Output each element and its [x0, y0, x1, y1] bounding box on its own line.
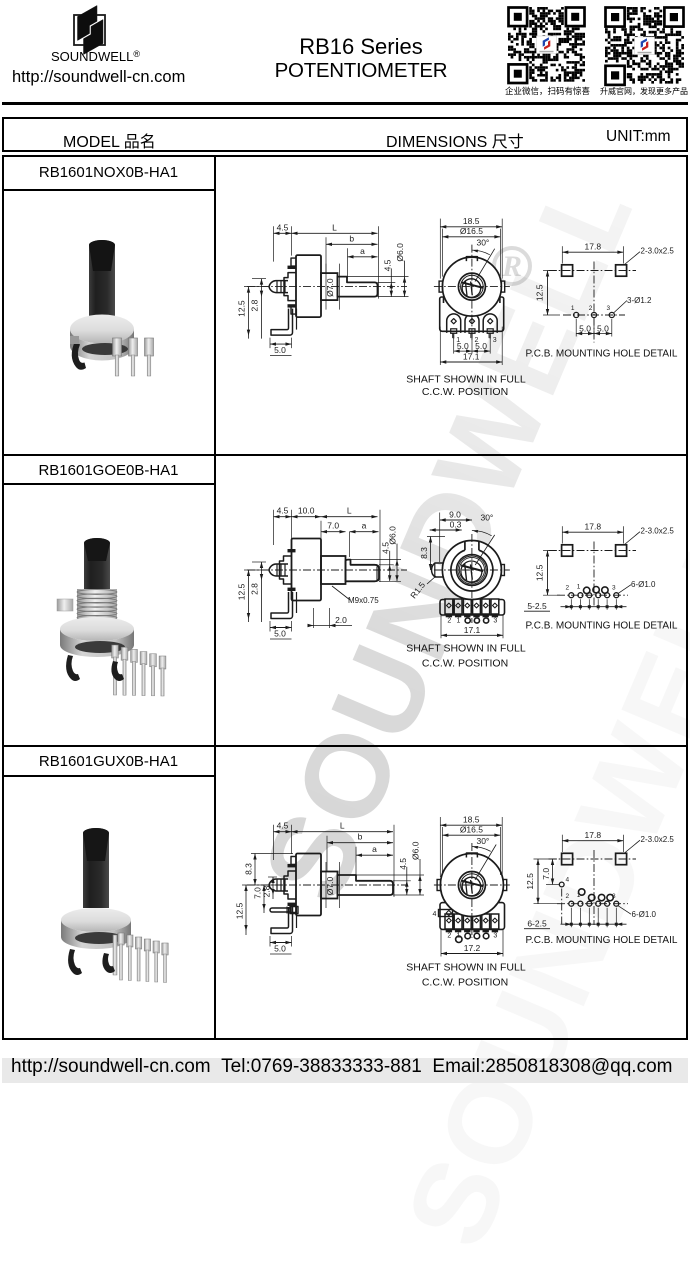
svg-text:Ø7.0: Ø7.0	[325, 278, 335, 297]
svg-text:5.0: 5.0	[274, 345, 286, 355]
svg-text:1: 1	[457, 618, 461, 625]
svg-text:2: 2	[447, 933, 451, 940]
svg-text:3-Ø1.2: 3-Ø1.2	[627, 296, 652, 305]
svg-text:2.8: 2.8	[250, 299, 260, 311]
svg-text:P.C.B. MOUNTING HOLE DETAIL: P.C.B. MOUNTING HOLE DETAIL	[526, 935, 678, 946]
svg-text:12.5: 12.5	[234, 902, 244, 919]
svg-text:L: L	[332, 222, 337, 232]
svg-text:R1.5: R1.5	[408, 580, 427, 601]
svg-text:6-2.5: 6-2.5	[527, 919, 547, 929]
svg-text:17.8: 17.8	[585, 830, 602, 840]
svg-text:a: a	[372, 844, 377, 854]
svg-text:3: 3	[606, 305, 610, 312]
svg-text:4.5: 4.5	[277, 222, 289, 232]
svg-text:5.0: 5.0	[597, 324, 609, 334]
svg-text:17.1: 17.1	[463, 352, 480, 362]
svg-text:b: b	[358, 832, 363, 842]
svg-text:17.1: 17.1	[464, 625, 481, 635]
svg-text:SHAFT SHOWN IN FULL: SHAFT SHOWN IN FULL	[406, 374, 526, 386]
svg-text:12.5: 12.5	[237, 300, 247, 317]
svg-text:12.5: 12.5	[525, 873, 535, 890]
svg-text:a: a	[362, 521, 367, 531]
svg-text:17.8: 17.8	[585, 242, 602, 252]
svg-text:SHAFT SHOWN IN FULL: SHAFT SHOWN IN FULL	[406, 962, 526, 974]
svg-text:4: 4	[566, 877, 570, 884]
svg-text:3: 3	[493, 933, 497, 940]
svg-text:Ø6.0: Ø6.0	[395, 243, 405, 262]
svg-text:2.8: 2.8	[261, 885, 271, 897]
svg-text:30°: 30°	[476, 836, 489, 846]
svg-text:5.0: 5.0	[475, 341, 487, 351]
svg-text:4.5: 4.5	[381, 542, 391, 554]
svg-text:1: 1	[577, 892, 581, 899]
svg-text:4.5: 4.5	[398, 858, 408, 870]
svg-text:SHAFT SHOWN IN FULL: SHAFT SHOWN IN FULL	[406, 643, 526, 655]
svg-text:C.C.W. POSITION: C.C.W. POSITION	[422, 386, 508, 398]
svg-text:3: 3	[493, 618, 497, 625]
svg-text:Ø6.0: Ø6.0	[411, 841, 421, 860]
svg-text:Ø6.0: Ø6.0	[388, 526, 398, 545]
svg-text:L: L	[340, 821, 345, 831]
svg-text:Ø16.5: Ø16.5	[460, 226, 483, 236]
svg-text:Ø16.5: Ø16.5	[460, 825, 483, 835]
svg-text:4.5: 4.5	[277, 821, 289, 831]
svg-text:3: 3	[493, 337, 497, 344]
svg-text:12.5: 12.5	[535, 284, 545, 301]
svg-text:5.0: 5.0	[457, 341, 469, 351]
svg-text:4: 4	[433, 911, 437, 918]
svg-text:Ø7.0: Ø7.0	[325, 877, 335, 896]
svg-text:5.0: 5.0	[579, 324, 591, 334]
svg-text:2-3.0x2.5: 2-3.0x2.5	[641, 835, 675, 844]
svg-text:2: 2	[475, 337, 479, 344]
svg-text:6-Ø1.0: 6-Ø1.0	[632, 910, 657, 919]
svg-text:2: 2	[447, 618, 451, 625]
svg-text:C.C.W. POSITION: C.C.W. POSITION	[422, 977, 508, 989]
svg-text:b: b	[349, 233, 354, 243]
svg-text:17.8: 17.8	[585, 522, 602, 532]
svg-text:10.0: 10.0	[298, 506, 315, 516]
svg-text:8.3: 8.3	[243, 863, 253, 875]
svg-text:30°: 30°	[476, 238, 489, 248]
svg-text:2: 2	[565, 893, 569, 900]
svg-text:2.8: 2.8	[250, 583, 260, 595]
svg-text:30°: 30°	[480, 513, 493, 523]
svg-text:P.C.B. MOUNTING HOLE DETAIL: P.C.B. MOUNTING HOLE DETAIL	[526, 621, 678, 632]
svg-text:2.0: 2.0	[335, 615, 347, 625]
svg-text:P.C.B. MOUNTING HOLE DETAIL: P.C.B. MOUNTING HOLE DETAIL	[526, 349, 678, 360]
svg-text:2-3.0x2.5: 2-3.0x2.5	[641, 247, 675, 256]
svg-text:L: L	[347, 506, 352, 516]
svg-text:7.0: 7.0	[252, 887, 262, 899]
svg-text:7.0: 7.0	[327, 521, 339, 531]
svg-text:C.C.W. POSITION: C.C.W. POSITION	[422, 658, 508, 670]
svg-text:8.3: 8.3	[419, 547, 429, 559]
svg-text:6-Ø1.0: 6-Ø1.0	[631, 580, 656, 589]
svg-text:2: 2	[565, 585, 569, 592]
svg-text:a: a	[360, 246, 365, 256]
svg-text:1: 1	[456, 337, 460, 344]
svg-text:2-3.0x2.5: 2-3.0x2.5	[641, 527, 675, 536]
svg-text:3: 3	[612, 893, 616, 900]
svg-text:4.5: 4.5	[277, 506, 289, 516]
svg-text:7.0: 7.0	[541, 868, 551, 880]
svg-text:12.5: 12.5	[535, 564, 545, 581]
svg-text:2: 2	[589, 305, 593, 312]
svg-text:3: 3	[612, 585, 616, 592]
svg-text:1: 1	[577, 584, 581, 591]
svg-text:0.3: 0.3	[450, 520, 462, 530]
svg-text:12.5: 12.5	[237, 583, 247, 600]
svg-text:M9x0.75: M9x0.75	[348, 596, 379, 605]
svg-text:9.0: 9.0	[449, 510, 461, 520]
svg-text:17.2: 17.2	[464, 943, 481, 953]
svg-text:4.5: 4.5	[382, 259, 392, 271]
svg-text:18.5: 18.5	[463, 815, 480, 825]
svg-text:5.0: 5.0	[274, 944, 286, 954]
svg-text:18.5: 18.5	[463, 216, 480, 226]
svg-text:5-2.5: 5-2.5	[527, 601, 547, 611]
svg-text:1: 1	[571, 305, 575, 312]
svg-text:5.0: 5.0	[274, 629, 286, 639]
